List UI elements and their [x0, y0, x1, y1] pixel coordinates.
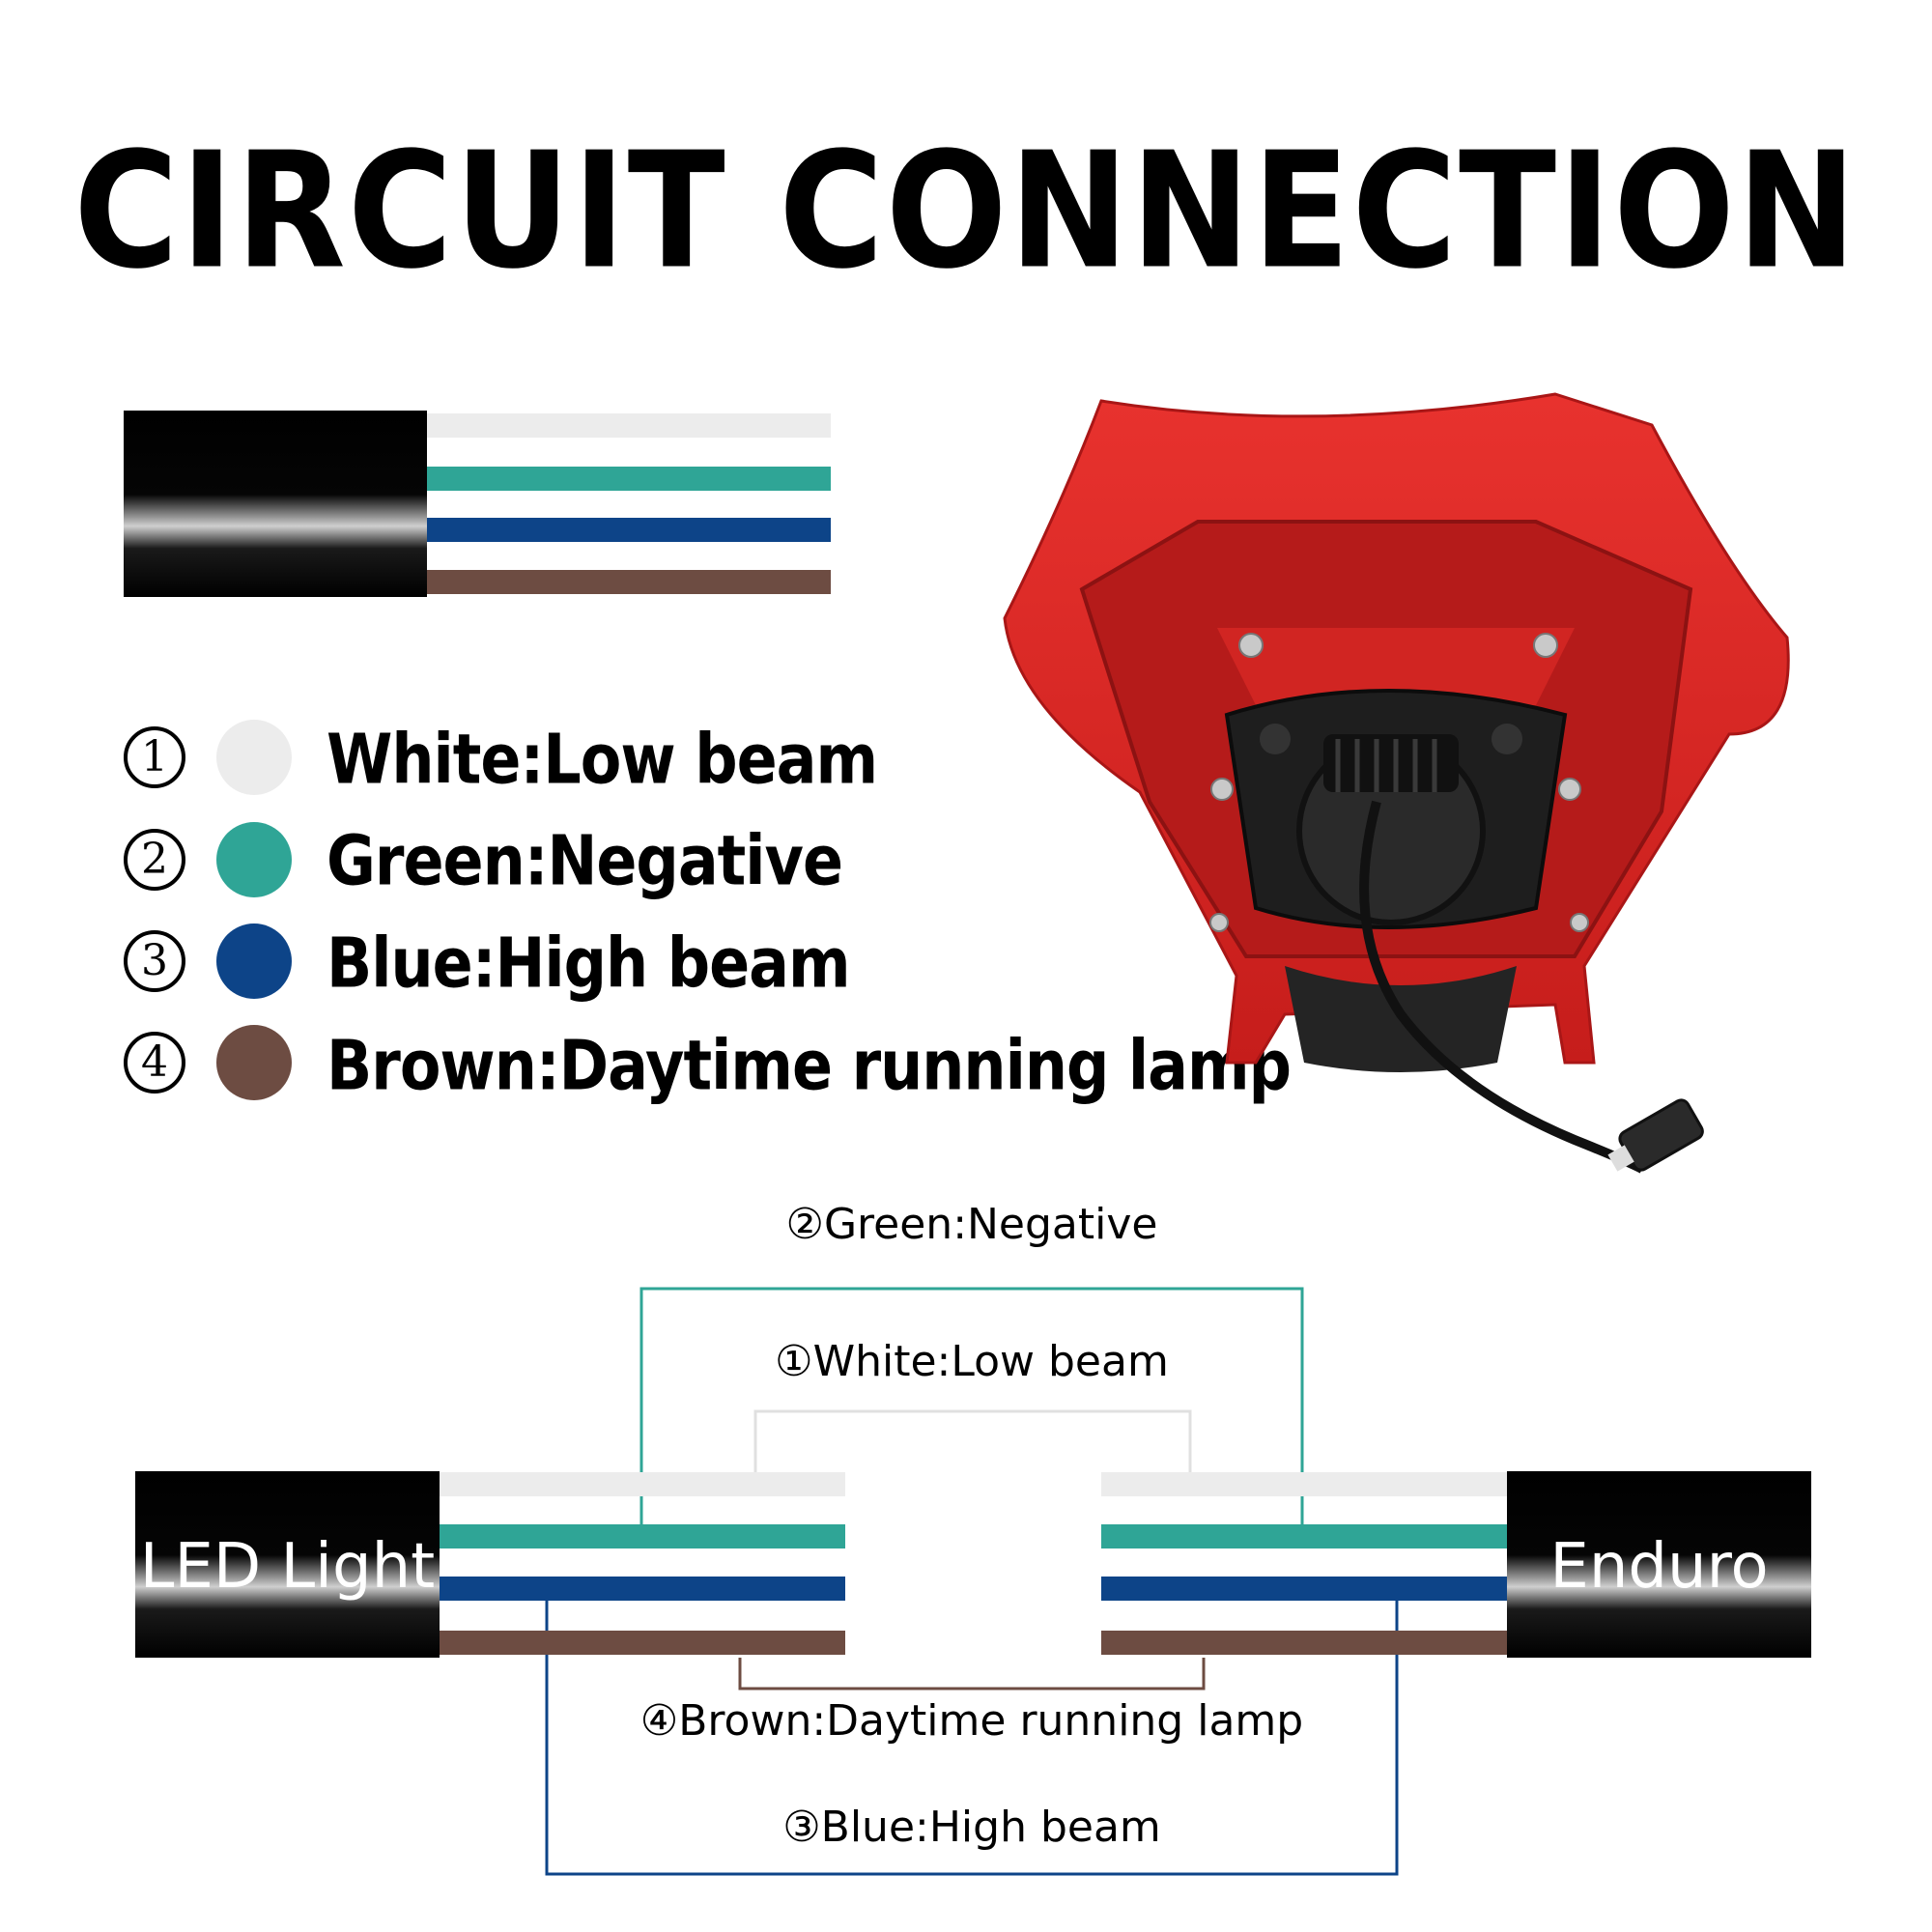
left-wire-blue [440, 1577, 845, 1601]
enduro-label: Enduro [1549, 1531, 1769, 1603]
cable-jacket [124, 411, 427, 597]
right-wire-green [1101, 1524, 1507, 1548]
headlight-icon [1003, 392, 1790, 1174]
legend-number: 2 [124, 829, 185, 891]
legend-label: Blue:High beam [327, 923, 851, 1004]
color-swatch-white [216, 720, 292, 795]
blue-connection-label: ③Blue:High beam [782, 1803, 1161, 1852]
color-swatch-blue [216, 923, 292, 999]
left-wire-white [440, 1472, 845, 1496]
right-wire-brown [1101, 1631, 1507, 1655]
right-wire-blue [1101, 1577, 1507, 1601]
left-wire-brown [440, 1631, 845, 1655]
brown-connection-label: ④Brown:Daytime running lamp [639, 1696, 1304, 1746]
wire-blue [427, 518, 831, 542]
legend-number: 3 [124, 930, 185, 992]
color-swatch-brown [216, 1025, 292, 1100]
legend-label: White:Low beam [327, 719, 878, 800]
legend-number: 1 [124, 726, 185, 788]
legend-number: 4 [124, 1032, 185, 1094]
legend-label: Brown:Daytime running lamp [327, 1025, 1292, 1106]
wire-white [427, 413, 831, 438]
page-title: CIRCUIT CONNECTION [73, 118, 1859, 304]
white-connection-label: ①White:Low beam [775, 1337, 1169, 1386]
wire-brown [427, 570, 831, 594]
led-light-label: LED Light [139, 1531, 436, 1603]
enduro-box [1507, 1471, 1811, 1658]
left-wire-green [440, 1524, 845, 1548]
right-wire-white [1101, 1472, 1507, 1496]
legend-label: Green:Negative [327, 820, 843, 901]
wire-green [427, 467, 831, 491]
color-swatch-green [216, 822, 292, 897]
led-light-box [135, 1471, 440, 1658]
green-connection-label: ②Green:Negative [785, 1200, 1158, 1249]
connection-lines [545, 1287, 1399, 1876]
